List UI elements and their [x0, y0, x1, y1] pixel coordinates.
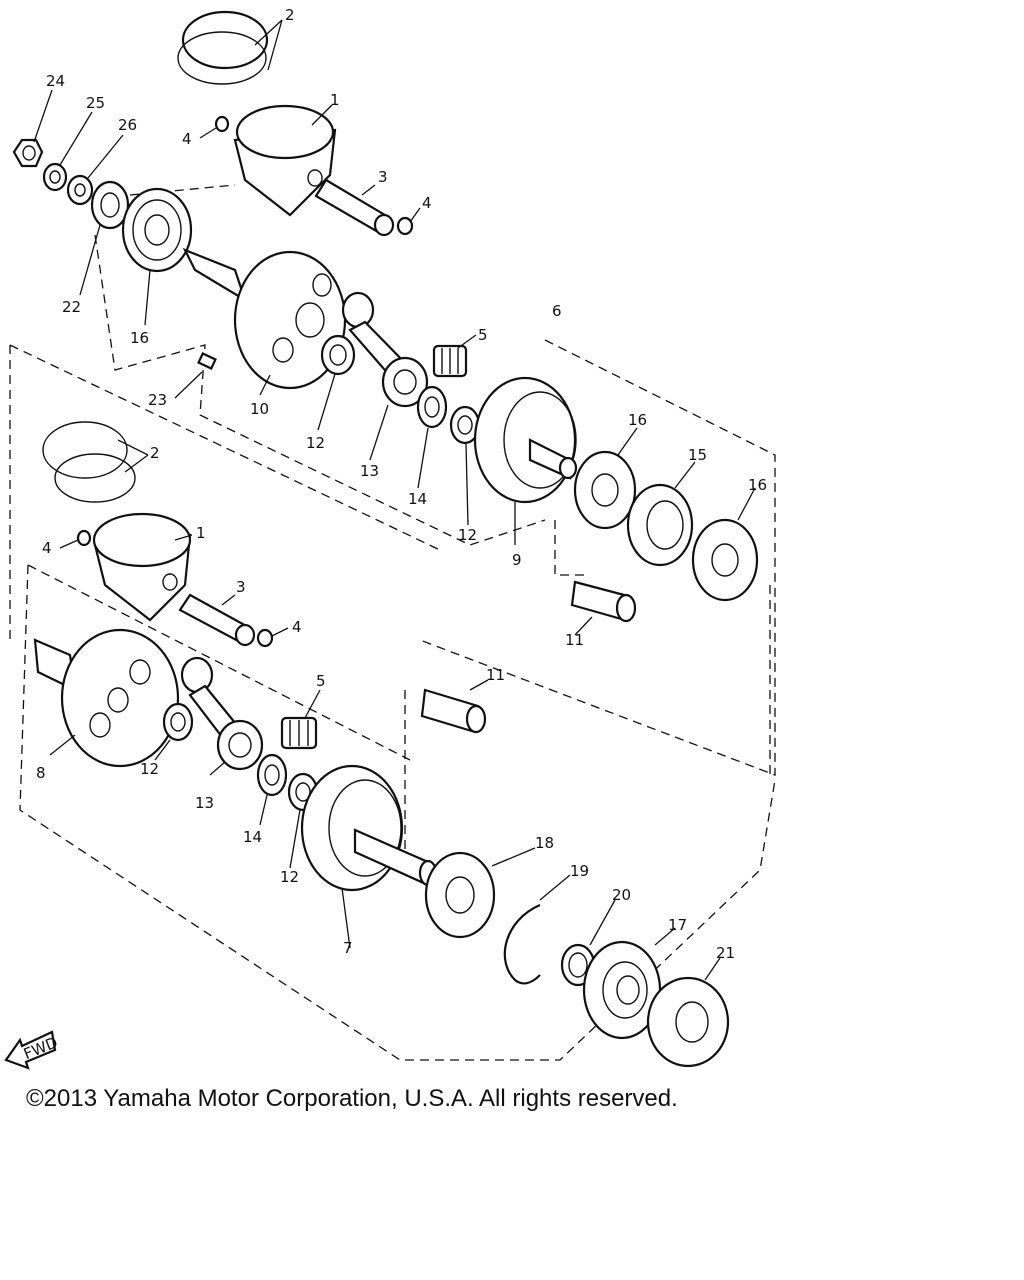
- callout-26: 26: [118, 116, 137, 134]
- callout-7: 7: [343, 939, 353, 957]
- callout-11-lower: 11: [486, 666, 505, 684]
- callout-4-upper-b: 4: [422, 194, 432, 212]
- part-1-piston-upper: [233, 104, 337, 217]
- callout-11-upper: 11: [565, 631, 584, 649]
- part-16-bearing-left: [121, 187, 193, 273]
- callout-18: 18: [535, 834, 554, 852]
- callout-5-lower: 5: [316, 672, 326, 690]
- part-1-piston-lower: [92, 512, 192, 622]
- callout-16-middle: 16: [628, 411, 647, 429]
- callout-4-upper-a: 4: [182, 130, 192, 148]
- part-9-crank-wheel: [473, 376, 578, 504]
- callout-12-upper-b: 12: [458, 526, 477, 544]
- part-11-crank-pin-upper: [570, 580, 637, 623]
- callout-13-lower: 13: [195, 794, 214, 812]
- assembly-boundaries: [9, 184, 776, 1061]
- callout-10: 10: [250, 400, 269, 418]
- part-18-bearing: [424, 851, 496, 939]
- callout-1-lower: 1: [196, 524, 206, 542]
- part-25-washer: [42, 162, 68, 192]
- callout-19: 19: [570, 862, 589, 880]
- part-10-crank-wheel: [182, 247, 347, 390]
- part-21-oil-seal: [646, 976, 730, 1068]
- part-13-connecting-rod-upper: [341, 291, 429, 408]
- part-12-washer-upper-right: [449, 405, 481, 445]
- callout-14-upper: 14: [408, 490, 427, 508]
- callout-6: 6: [552, 302, 562, 320]
- part-11-crank-pin-lower: [420, 688, 487, 734]
- part-12-washer-upper-left: [320, 334, 356, 376]
- part-13-connecting-rod-lower: [180, 656, 264, 771]
- part-12-washer-lower-left: [162, 702, 194, 742]
- callout-labels: 24 25 26 22 16 2 1 4 3 4 23 10 12 13 5 1…: [36, 6, 767, 962]
- callout-3-lower: 3: [236, 578, 246, 596]
- callout-2-upper: 2: [285, 6, 295, 24]
- fwd-arrow-icon: FWD: [4, 1030, 60, 1070]
- part-8-crank-wheel: [33, 628, 180, 768]
- callout-13-upper: 13: [360, 462, 379, 480]
- part-4-clip-lower-b: [256, 628, 274, 648]
- part-2-piston-rings-lower: [42, 421, 136, 503]
- part-4-clip-lower-a: [76, 529, 92, 547]
- callout-16-left: 16: [130, 329, 149, 347]
- part-3-piston-pin-lower: [178, 593, 256, 647]
- callout-1-upper: 1: [330, 91, 340, 109]
- callout-5-upper: 5: [478, 326, 488, 344]
- crankshaft-exploded-diagram: FWD: [4, 6, 776, 1070]
- callout-12-upper-a: 12: [306, 434, 325, 452]
- part-7-crank-wheel: [300, 764, 438, 892]
- callout-24: 24: [46, 72, 65, 90]
- part-4-clip-upper-a: [214, 115, 230, 133]
- callout-21: 21: [716, 944, 735, 962]
- part-26-washer: [66, 174, 94, 206]
- callout-12-lower-a: 12: [140, 760, 159, 778]
- part-3-piston-pin-upper: [314, 178, 395, 237]
- part-5-needle-bearing-upper: [432, 344, 468, 378]
- fwd-label: FWD: [21, 1033, 60, 1063]
- part-14-bearing-lower: [256, 753, 288, 797]
- part-16-bearing-right: [691, 518, 759, 602]
- callout-2-lower: 2: [150, 444, 160, 462]
- callout-17: 17: [668, 916, 687, 934]
- part-24-nut: [12, 138, 44, 168]
- callout-25: 25: [86, 94, 105, 112]
- callout-3-upper: 3: [378, 168, 388, 186]
- callout-14-lower: 14: [243, 828, 262, 846]
- callout-22: 22: [62, 298, 81, 316]
- part-22-oil-seal: [90, 180, 130, 230]
- part-14-bearing-upper: [416, 385, 448, 429]
- callout-9: 9: [512, 551, 522, 569]
- part-2-piston-rings-upper: [177, 10, 269, 85]
- callout-15: 15: [688, 446, 707, 464]
- part-16-bearing-middle: [573, 450, 637, 530]
- callout-20: 20: [612, 886, 631, 904]
- callout-8: 8: [36, 764, 46, 782]
- callout-4-lower-a: 4: [42, 539, 52, 557]
- callout-16-right: 16: [748, 476, 767, 494]
- callout-12-lower-b: 12: [280, 868, 299, 886]
- part-19-circlip: [503, 903, 541, 985]
- callout-4-lower-b: 4: [292, 618, 302, 636]
- copyright-notice: ©2013 Yamaha Motor Corporation, U.S.A. A…: [26, 1085, 678, 1112]
- part-4-clip-upper-b: [396, 216, 414, 236]
- part-15-labyrinth-seal: [626, 483, 694, 567]
- leader-lines: [33, 19, 756, 981]
- part-5-needle-bearing-lower: [280, 716, 318, 750]
- part-23-key: [197, 352, 217, 370]
- callout-23: 23: [148, 391, 167, 409]
